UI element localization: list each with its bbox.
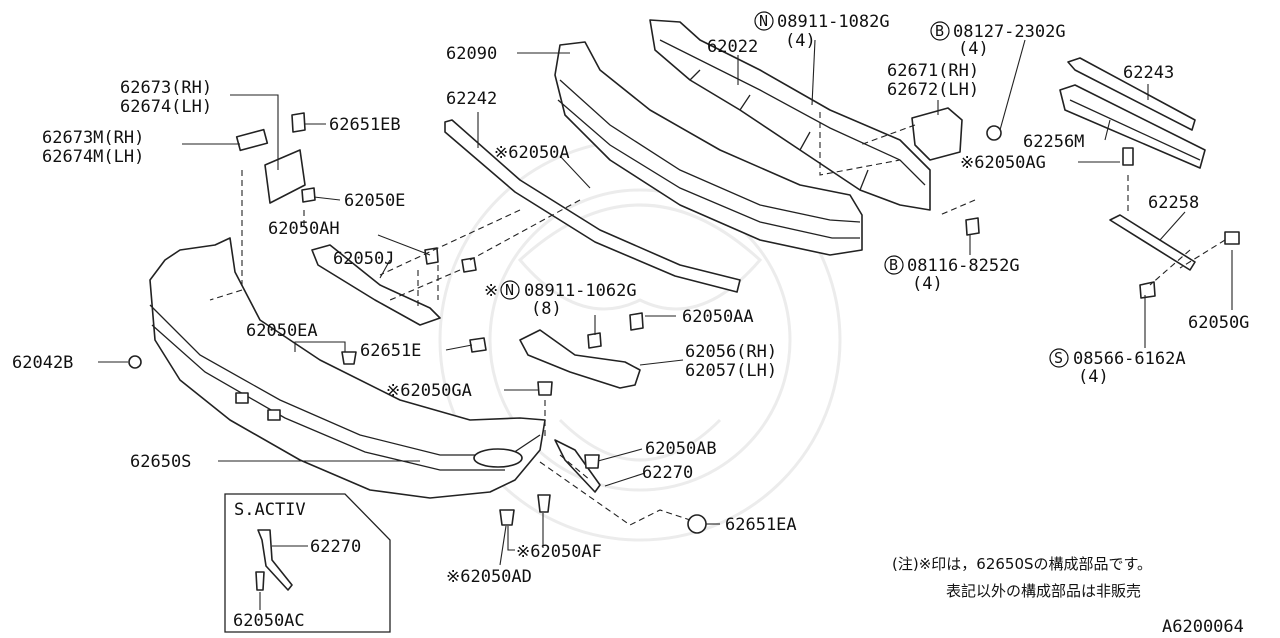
label-62050ag: ※62050AG [960, 153, 1046, 173]
circle-s-icon [1049, 348, 1069, 368]
note-line-1: (注)※印は，62650Sの構成部品です。 [892, 555, 1152, 573]
circle-n-icon-2 [500, 280, 520, 300]
label-62242: 62242 [446, 89, 497, 109]
label-08911-1062g-qty: (8) [531, 299, 562, 319]
circle-b-icon-2 [884, 255, 904, 275]
sactiv-inset: S.ACTIV 62270 62050AC [224, 493, 391, 633]
label-62050aa: 62050AA [682, 307, 754, 327]
circle-b-icon [930, 21, 950, 41]
circle-b-letter-2: B [889, 256, 898, 274]
label-62050ea: 62050EA [246, 321, 318, 341]
label-62673m: 62673M(RH) [42, 128, 144, 148]
label-08127-2302g: 08127-2302G [953, 22, 1066, 42]
label-62050ad: ※62050AD [446, 567, 532, 587]
label-08127-2302g-qty: (4) [958, 39, 989, 59]
label-62651eb: 62651EB [329, 115, 401, 135]
label-62056: 62056(RH) [685, 342, 777, 362]
label-08911-1082g-qty: (4) [785, 31, 816, 51]
label-08566-6162a-qty: (4) [1078, 367, 1109, 387]
seal-62242 [444, 119, 741, 293]
bracket-62056 [519, 312, 644, 389]
label-62050j: 62050J [333, 249, 394, 269]
label-62243: 62243 [1123, 63, 1174, 83]
label-08911-1062g-prefix: ※ [484, 281, 498, 301]
part-labels: 62090 62022 N 08911-1082G (4) B 08127-23… [12, 11, 1249, 587]
notes: (注)※印は，62650Sの構成部品です。 表記以外の構成部品は非販売 [892, 555, 1152, 600]
reinforcement-62090 [554, 41, 863, 256]
label-62022: 62022 [707, 37, 758, 57]
note-line-2: 表記以外の構成部品は非販売 [946, 582, 1141, 600]
side-bracket-62673 [235, 112, 316, 204]
diagram-id: A6200064 [1162, 617, 1244, 637]
bracket-62671 [911, 107, 1002, 161]
label-08116-8252g-qty: (4) [912, 274, 943, 294]
label-08911-1062g: 08911-1062G [524, 281, 637, 301]
label-62050af: ※62050AF [516, 542, 602, 562]
label-08911-1082g: 08911-1082G [777, 12, 890, 32]
label-62650s: 62650S [130, 452, 191, 472]
label-62674m: 62674M(LH) [42, 147, 144, 167]
label-62050g: 62050G [1188, 313, 1249, 333]
bottom-fasteners [469, 337, 707, 534]
label-62673: 62673(RH) [120, 78, 212, 98]
label-62270: 62270 [642, 463, 693, 483]
label-62258: 62258 [1148, 193, 1199, 213]
circle-b-letter: B [935, 22, 944, 40]
circle-n-icon [754, 11, 774, 31]
label-62042b: 62042B [12, 353, 73, 373]
absorber-62022 [649, 19, 931, 211]
label-62674: 62674(LH) [120, 97, 212, 117]
sactiv-title: S.ACTIV [234, 500, 306, 520]
circle-n-letter-2: N [505, 281, 514, 299]
label-62090: 62090 [446, 44, 497, 64]
label-08566-6162a: 08566-6162A [1073, 349, 1186, 369]
sactiv-label-62050ac: 62050AC [233, 611, 305, 631]
label-62672: 62672(LH) [887, 80, 979, 100]
circle-s-letter: S [1054, 349, 1063, 367]
circle-n-letter: N [759, 12, 768, 30]
dashed-assembly-lines [209, 112, 1226, 526]
sactiv-label-62270: 62270 [310, 537, 361, 557]
label-62651ea: 62651EA [725, 515, 797, 535]
label-62050e: 62050E [344, 191, 405, 211]
leader-lines [98, 39, 1233, 566]
label-62671: 62671(RH) [887, 61, 979, 81]
label-08116-8252g: 08116-8252G [907, 256, 1020, 276]
label-62050ab: 62050AB [645, 439, 717, 459]
label-62050ah: 62050AH [268, 219, 340, 239]
bumper-fascia-62650s [128, 237, 546, 499]
right-side-parts [965, 57, 1240, 299]
label-62651e: 62651E [360, 341, 421, 361]
label-62050ga: ※62050GA [386, 381, 472, 401]
label-62057: 62057(LH) [685, 361, 777, 381]
label-62256m: 62256M [1023, 132, 1084, 152]
label-62050a: ※62050A [494, 143, 570, 163]
